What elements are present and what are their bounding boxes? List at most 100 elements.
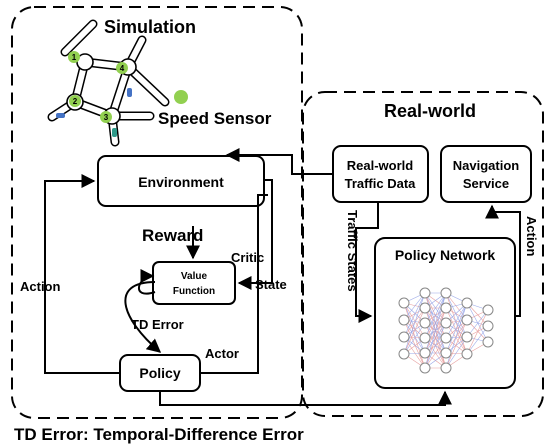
nn-connection	[424, 292, 447, 339]
navigation-service-box	[440, 145, 532, 203]
reward-label: Reward	[142, 226, 203, 245]
nn-connection	[424, 337, 447, 369]
nn-connection	[424, 292, 447, 324]
nn-connection	[403, 302, 426, 339]
action-loop-arrow	[44, 174, 120, 374]
td-error-label: TD Error	[131, 317, 184, 332]
nn-neuron	[419, 362, 431, 374]
nn-neuron	[440, 332, 452, 344]
traffic-data-label-1: Real-world	[347, 158, 414, 173]
nn-neuron	[440, 287, 452, 299]
nn-connection	[445, 302, 468, 339]
nn-connection	[466, 325, 489, 355]
nn-neuron	[440, 302, 452, 314]
nn-neuron	[461, 297, 473, 309]
nn-connection	[424, 307, 447, 369]
traffic-states-arrow	[355, 202, 379, 323]
nn-connection	[403, 302, 426, 354]
nn-neuron	[461, 331, 473, 343]
nn-connection	[403, 322, 426, 355]
nn-connection	[445, 302, 468, 354]
speed-sensor-legend-icon	[174, 90, 188, 104]
nn-connection	[445, 336, 468, 369]
self-loop-arrow	[137, 269, 156, 295]
nn-neuron	[419, 347, 431, 359]
td-error-arrow	[124, 281, 162, 353]
footer-note: TD Error: Temporal-Difference Error	[14, 425, 304, 444]
nn-connection	[403, 307, 426, 355]
policy-network-label: Policy Network	[395, 247, 496, 263]
real-data-to-sim-arrow	[225, 148, 333, 175]
navigation-label-2: Service	[463, 176, 509, 191]
nn-neuron	[419, 302, 431, 314]
nn-connection	[445, 322, 468, 355]
simulation-title: Simulation	[104, 17, 196, 37]
intersection-label: 4	[120, 64, 125, 73]
nn-connection	[445, 307, 468, 338]
intersection-label: 1	[72, 53, 77, 62]
policy-label: Policy	[139, 365, 180, 381]
vehicle-icon	[127, 88, 132, 97]
nn-connection	[403, 292, 426, 338]
environment-label: Environment	[138, 174, 224, 190]
nn-neuron	[398, 297, 410, 309]
action-arrow-right	[485, 204, 521, 317]
real-world-title: Real-world	[384, 101, 476, 121]
nn-connection	[445, 292, 468, 355]
nn-connection	[466, 309, 489, 355]
nn-neuron	[461, 348, 473, 360]
nn-connection	[445, 307, 468, 355]
policy-transfer-arrow	[159, 390, 452, 406]
nn-neuron	[419, 317, 431, 329]
intersection-label: 3	[104, 113, 109, 122]
intersection-label: 2	[73, 97, 78, 106]
nn-neuron	[398, 348, 410, 360]
navigation-label-1: Navigation	[453, 158, 520, 173]
nn-neuron	[398, 331, 410, 343]
nn-neuron	[482, 320, 494, 332]
action-label-right: Action	[524, 216, 539, 257]
vehicle-icon	[112, 128, 117, 137]
nn-connection	[403, 319, 426, 354]
value-function-box	[152, 261, 236, 305]
nn-neuron	[482, 304, 494, 316]
nn-connection	[424, 322, 447, 369]
nn-connection	[403, 336, 426, 369]
critic-label: Critic	[231, 250, 264, 265]
road-network: 1 2 3 4	[47, 19, 170, 147]
nn-neuron	[419, 332, 431, 344]
nn-connection	[445, 292, 468, 321]
action-label-left: Action	[20, 279, 61, 294]
nn-connection	[445, 319, 468, 369]
value-function-label-1: Value	[181, 271, 208, 282]
actor-label: Actor	[205, 346, 239, 361]
nn-connection	[403, 292, 426, 321]
nn-connection	[403, 292, 426, 355]
nn-neuron	[398, 314, 410, 326]
speed-sensor-icon	[69, 95, 81, 107]
nn-neuron	[482, 336, 494, 348]
speed-sensor-icon	[100, 111, 112, 123]
nn-connection	[466, 309, 489, 338]
nn-neuron	[440, 362, 452, 374]
state-label: State	[255, 277, 287, 292]
state-arrow	[237, 179, 273, 290]
traffic-data-label-2: Traffic Data	[345, 176, 417, 191]
nn-connection	[424, 292, 447, 354]
speed-sensor-label: Speed Sensor	[158, 109, 272, 128]
real-world-panel	[302, 91, 544, 417]
nn-neuron	[440, 317, 452, 329]
speed-sensor-icon	[68, 51, 80, 63]
nn-neuron	[461, 314, 473, 326]
nn-neuron	[440, 347, 452, 359]
nn-neuron	[419, 287, 431, 299]
nn-connection	[466, 302, 489, 343]
traffic-states-label: Traffic States	[345, 210, 360, 292]
nn-connection	[445, 319, 468, 354]
speed-sensor-icon	[116, 62, 128, 74]
nn-connection	[403, 319, 426, 369]
vehicle-icon	[56, 113, 65, 118]
nn-connection	[445, 292, 468, 338]
nn-connection	[403, 307, 426, 338]
